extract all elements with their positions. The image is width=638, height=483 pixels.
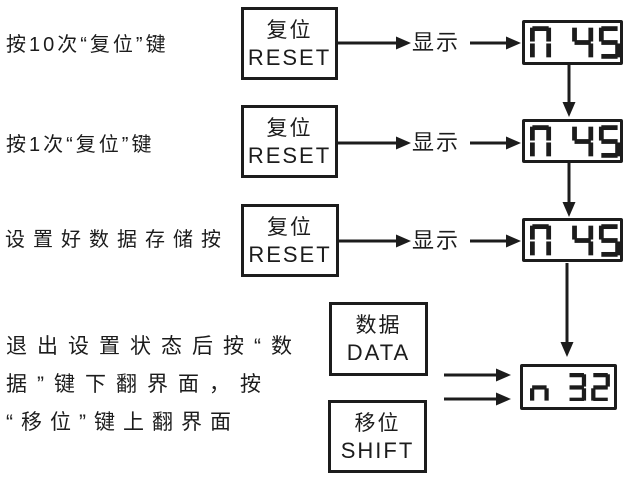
row1-instruction: 按10次“复位”键 bbox=[6, 34, 169, 56]
arrow-right-icon bbox=[338, 36, 411, 50]
arrow-right-icon bbox=[470, 136, 521, 150]
arrow-right-icon bbox=[338, 136, 411, 150]
bottom-instruction-line3: “移位”键上翻界面 bbox=[6, 411, 239, 434]
bottom-instruction: 退出设置状态后按“数 据”键下翻界面，按 “移位”键上翻界面 bbox=[6, 328, 302, 442]
arrow-right-icon bbox=[339, 234, 411, 248]
row3-display-word: 显示 bbox=[412, 228, 461, 253]
reset-key-en-label: RESET bbox=[247, 142, 332, 168]
bottom-lcd-display bbox=[520, 364, 617, 410]
row2-reset-key: 复位 RESET bbox=[241, 105, 338, 178]
arrow-down-icon bbox=[562, 163, 576, 217]
bottom-instruction-line1: 退出设置状态后按“数 bbox=[6, 335, 302, 358]
arrow-right-icon bbox=[470, 234, 521, 248]
bottom-instruction-line2: 据”键下翻界面，按 bbox=[6, 373, 271, 396]
row1-display-word: 显示 bbox=[412, 30, 461, 55]
row3-reset-key: 复位 RESET bbox=[241, 204, 339, 277]
data-key-zh-label: 数据 bbox=[355, 314, 402, 337]
seven-segment-value bbox=[530, 26, 620, 59]
row2-instruction: 按1次“复位”键 bbox=[6, 134, 155, 156]
row2-display-word: 显示 bbox=[412, 130, 461, 155]
shift-key: 移位 SHIFT bbox=[328, 400, 427, 473]
row2-lcd-display bbox=[522, 119, 623, 163]
seven-segment-value bbox=[530, 124, 620, 158]
row3-instruction: 设置好数据存储按 bbox=[5, 229, 229, 251]
data-key: 数据 DATA bbox=[329, 302, 428, 376]
shift-key-zh-label: 移位 bbox=[354, 411, 401, 435]
seven-segment-value bbox=[530, 372, 610, 402]
row3-lcd-display bbox=[522, 218, 623, 262]
reset-key-zh-label: 复位 bbox=[266, 18, 313, 42]
reset-key-zh-label: 复位 bbox=[267, 215, 313, 239]
row1-lcd-display bbox=[522, 20, 623, 65]
reset-key-zh-label: 复位 bbox=[266, 116, 313, 140]
data-key-en-label: DATA bbox=[346, 340, 411, 365]
arrow-right-icon bbox=[470, 36, 521, 50]
arrow-right-icon bbox=[444, 392, 511, 406]
row1-reset-key: 复位 RESET bbox=[241, 7, 338, 80]
shift-key-en-label: SHIFT bbox=[340, 437, 415, 463]
arrow-right-icon bbox=[444, 368, 511, 382]
seven-segment-value bbox=[530, 223, 620, 257]
reset-key-en-label: RESET bbox=[247, 44, 332, 70]
reset-key-en-label: RESET bbox=[248, 241, 332, 267]
arrow-down-icon bbox=[562, 65, 576, 117]
arrow-down-icon bbox=[560, 263, 574, 357]
